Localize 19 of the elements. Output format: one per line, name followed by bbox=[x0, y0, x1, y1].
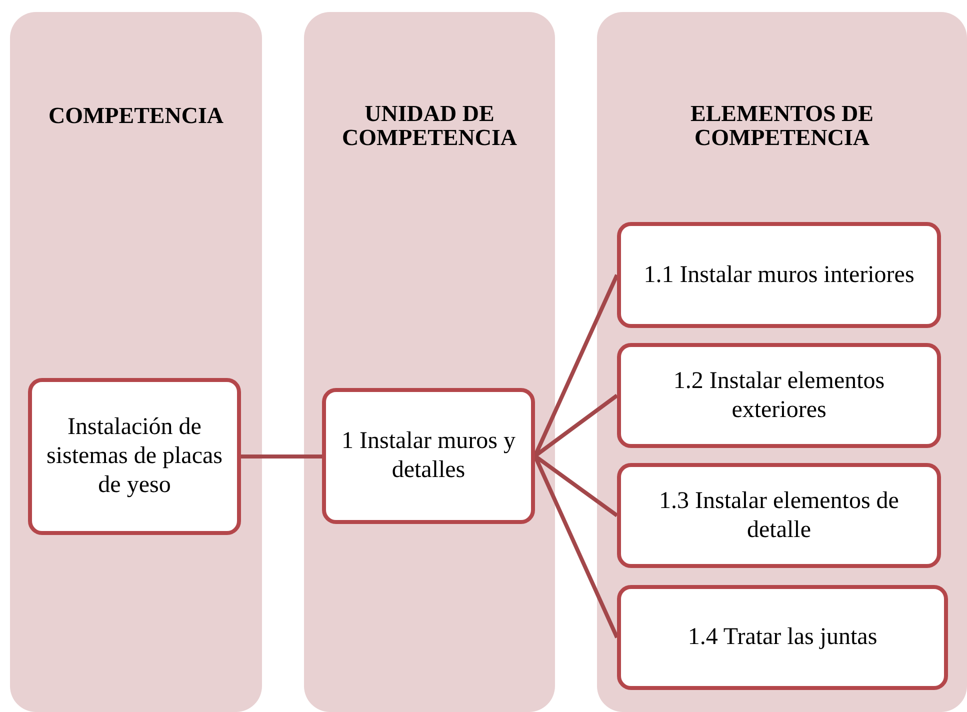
column-panel bbox=[597, 12, 967, 712]
process-box bbox=[617, 585, 948, 690]
column-heading: UNIDAD DE COMPETENCIA bbox=[340, 102, 518, 150]
process-box bbox=[617, 343, 941, 448]
column-heading: COMPETENCIA bbox=[47, 104, 225, 128]
process-box bbox=[617, 463, 941, 568]
box-text: 1.2 Instalar elementos exteriores bbox=[672, 366, 886, 424]
box-text: Instalación de sistemas de placas de yeso bbox=[46, 413, 224, 500]
box-text: 1.4 Tratar las juntas bbox=[686, 623, 878, 652]
column-heading: ELEMENTOS DE COMPETENCIA bbox=[690, 102, 874, 150]
process-box bbox=[617, 222, 941, 328]
process-box bbox=[322, 388, 535, 524]
column-panel bbox=[304, 12, 555, 712]
box-text: 1.1 Instalar muros interiores bbox=[642, 260, 916, 290]
process-box bbox=[28, 378, 241, 535]
connector-line bbox=[241, 454, 322, 458]
column-panel bbox=[10, 12, 262, 712]
box-text: 1 Instalar muros y detalles bbox=[340, 427, 516, 485]
box-text: 1.3 Instalar elementos de detalle bbox=[658, 486, 900, 544]
